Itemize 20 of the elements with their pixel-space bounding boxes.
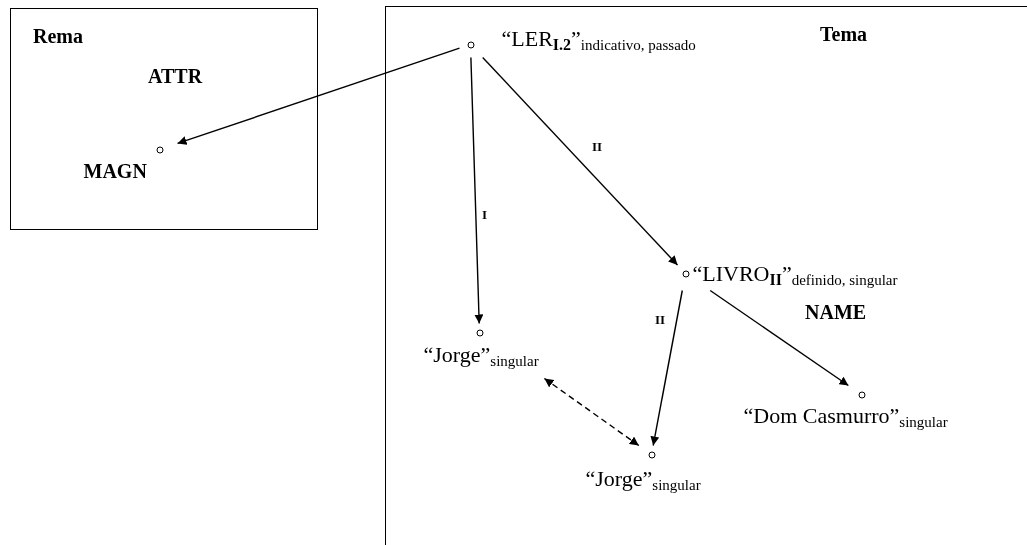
region-title: Rema — [33, 24, 83, 49]
region-title: Tema — [820, 22, 868, 47]
edge-label: NAME — [805, 302, 867, 322]
node-label: MAGN — [83, 158, 147, 184]
node-label: “LIVRO$_{II}$”$_{definido, singular}$ — [692, 260, 898, 287]
edge-label: II — [592, 140, 603, 153]
node-label: “LER$_{I.2}$”$_{indicativo, passado}$ — [501, 25, 696, 52]
arrow — [650, 289, 683, 447]
node-label: “Jorge”$_{singular}$ — [423, 341, 539, 368]
edge-label: II — [655, 313, 666, 326]
node-label: “Dom Casmurro”$_{singular}$ — [743, 402, 948, 429]
region-box — [10, 8, 318, 230]
dashed-arrow — [543, 377, 640, 447]
arrow — [482, 56, 679, 266]
edge-label: ATTR — [148, 66, 203, 86]
node-label: “Jorge”$_{singular}$ — [585, 465, 701, 492]
arrow — [470, 56, 484, 325]
arrow — [176, 47, 461, 145]
edge-label: I — [482, 208, 488, 221]
arrow — [709, 289, 850, 387]
